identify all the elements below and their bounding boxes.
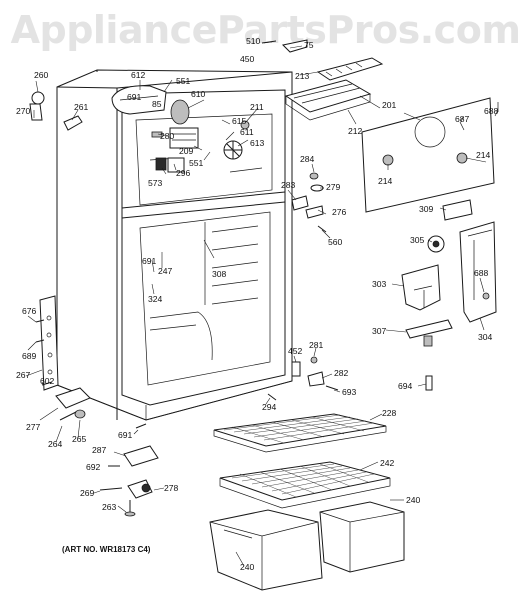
callout-211: 211 xyxy=(250,102,264,112)
callout-551: 551 xyxy=(189,158,204,168)
callout-267: 267 xyxy=(16,370,31,380)
callout-265: 265 xyxy=(72,434,87,444)
callout-573: 573 xyxy=(148,178,163,188)
callout-85: 85 xyxy=(152,99,162,109)
callout-615: 615 xyxy=(232,116,247,126)
callout-692: 692 xyxy=(86,462,101,472)
callout-613: 613 xyxy=(250,138,265,148)
callout-213: 213 xyxy=(295,71,310,81)
callout-264: 264 xyxy=(48,439,63,449)
crisper-cover xyxy=(219,461,391,509)
callout-450: 450 xyxy=(240,54,255,64)
callout-283: 283 xyxy=(281,180,296,190)
callout-602: 602 xyxy=(40,376,55,386)
callout-212: 212 xyxy=(348,126,363,136)
callout-307: 307 xyxy=(372,326,387,336)
freezer-fan-assembly xyxy=(111,85,250,173)
refrigerator-cabinet xyxy=(39,69,293,421)
callout-688-top: 688 xyxy=(484,106,499,116)
callout-labels: 510 75 450 213 201 212 260 270 261 612 5… xyxy=(16,36,499,572)
callout-282: 282 xyxy=(334,368,349,378)
callout-305: 305 xyxy=(410,235,425,245)
callout-687: 687 xyxy=(455,114,470,124)
light-switch-parts xyxy=(267,356,433,401)
callout-287: 287 xyxy=(92,445,107,455)
callout-691-mid: 691 xyxy=(142,256,157,266)
leader-lines xyxy=(25,41,499,567)
callout-214-left: 214 xyxy=(378,176,393,186)
callout-209: 209 xyxy=(179,146,194,156)
callout-261: 261 xyxy=(74,102,89,112)
callout-324: 324 xyxy=(148,294,163,304)
damper-control-assembly xyxy=(291,172,497,347)
callout-240-left: 240 xyxy=(240,562,255,572)
callout-269: 269 xyxy=(80,488,95,498)
callout-309: 309 xyxy=(419,204,434,214)
callout-214-right: 214 xyxy=(476,150,491,160)
callout-281: 281 xyxy=(309,340,324,350)
callout-551: 551 xyxy=(176,76,191,86)
glass-shelf xyxy=(213,413,387,453)
callout-452: 452 xyxy=(288,346,303,356)
callout-278: 278 xyxy=(164,483,179,493)
callout-284: 284 xyxy=(300,154,315,164)
callout-247: 247 xyxy=(158,266,173,276)
callout-201: 201 xyxy=(382,100,397,110)
callout-688-mid: 688 xyxy=(474,268,489,278)
callout-691-bottom: 691 xyxy=(118,430,133,440)
callout-308: 308 xyxy=(212,269,227,279)
callout-75: 75 xyxy=(304,40,314,50)
callout-510: 510 xyxy=(246,36,261,46)
callout-612: 612 xyxy=(131,70,146,80)
callout-303: 303 xyxy=(372,279,387,289)
callout-260: 260 xyxy=(34,70,49,80)
art-number-note: (ART NO. WR18173 C4) xyxy=(62,545,151,554)
callout-263: 263 xyxy=(102,502,117,512)
crisper-drawers xyxy=(209,501,405,591)
leveling-and-hinge-parts xyxy=(29,91,159,517)
callout-276: 276 xyxy=(332,207,347,217)
ice-tray-and-evaporator-cover xyxy=(261,39,499,221)
callout-296: 296 xyxy=(176,168,191,178)
callout-611: 611 xyxy=(240,127,254,137)
callout-294: 294 xyxy=(262,402,277,412)
callout-304: 304 xyxy=(478,332,493,342)
callout-279: 279 xyxy=(326,182,341,192)
callout-280: 280 xyxy=(160,131,175,141)
callout-270: 270 xyxy=(16,106,31,116)
callout-694: 694 xyxy=(398,381,413,391)
callout-242: 242 xyxy=(380,458,395,468)
callout-560: 560 xyxy=(328,237,343,247)
callout-691: 691 xyxy=(127,92,142,102)
callout-228: 228 xyxy=(382,408,397,418)
callout-240-right: 240 xyxy=(406,495,421,505)
callout-277: 277 xyxy=(26,422,41,432)
callout-693: 693 xyxy=(342,387,357,397)
callout-676: 676 xyxy=(22,306,37,316)
callout-689: 689 xyxy=(22,351,37,361)
callout-610: 610 xyxy=(191,89,206,99)
